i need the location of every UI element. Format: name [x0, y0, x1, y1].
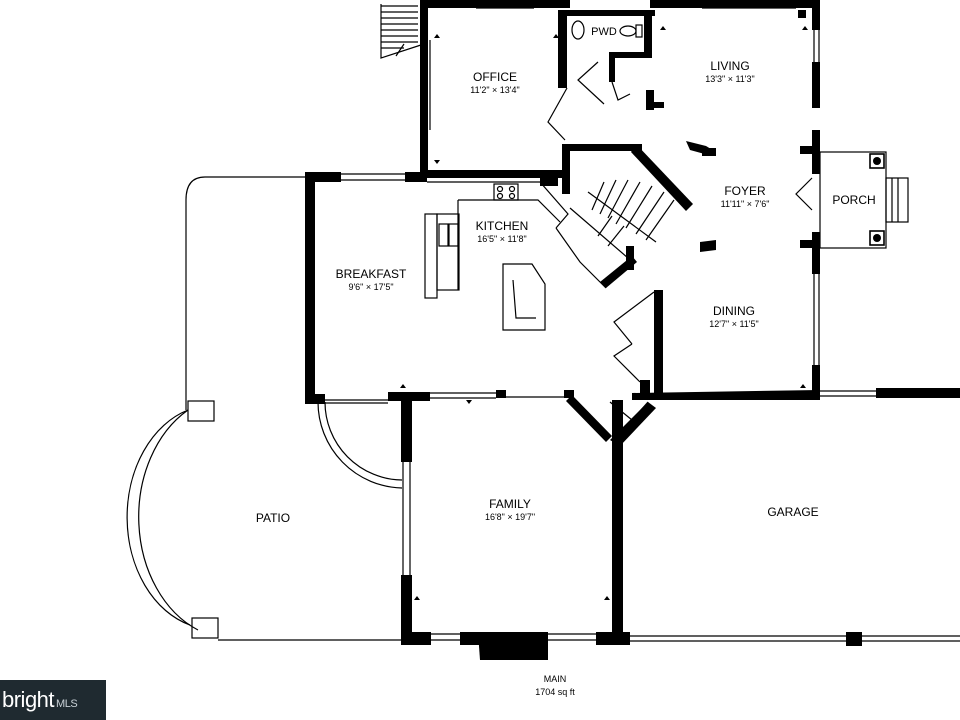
- watermark-suffix: MLS: [56, 698, 78, 710]
- windows: [306, 2, 960, 642]
- floor-name: MAIN: [544, 674, 567, 684]
- pwd-fixtures: [571, 20, 643, 40]
- staircase: [555, 179, 675, 289]
- doors: [317, 61, 813, 489]
- kitchen-fixtures: [424, 181, 569, 331]
- floor-area: 1704 sq ft: [535, 687, 575, 697]
- watermark-badge: [0, 680, 106, 720]
- breakfast-label: BREAKFAST: [336, 267, 407, 281]
- office-label: OFFICE: [473, 70, 517, 84]
- family-dim: 16'8" × 19'7": [485, 512, 535, 522]
- watermark-brand: bright: [2, 687, 55, 712]
- garage-label: GARAGE: [767, 505, 818, 519]
- office-dim: 11'2" × 13'4": [470, 85, 519, 95]
- patio-label: PATIO: [256, 511, 290, 525]
- kitchen-dim: 16'5" × 11'8": [477, 234, 526, 244]
- porch-label: PORCH: [832, 193, 875, 207]
- dining-label: DINING: [713, 304, 755, 318]
- dining-dim: 12'7" × 11'5": [709, 319, 758, 329]
- pwd-label: PWD: [591, 26, 617, 38]
- breakfast-dim: 9'6" × 17'5": [348, 282, 393, 292]
- walls: [305, 0, 960, 660]
- kitchen-label: KITCHEN: [476, 219, 529, 233]
- porch: [819, 151, 909, 249]
- exterior-stairs: [380, 4, 425, 59]
- family-label: FAMILY: [489, 497, 531, 511]
- foyer-label: FOYER: [724, 184, 766, 198]
- dimension-ticks: [400, 26, 808, 600]
- room-labels: OFFICE 11'2" × 13'4" PWD LIVING 13'3" × …: [256, 26, 876, 697]
- foyer-dim: 11'11" × 7'6": [721, 199, 770, 209]
- living-label: LIVING: [710, 59, 749, 73]
- living-dim: 13'3" × 11'3": [705, 74, 754, 84]
- patio-outline: [126, 176, 403, 641]
